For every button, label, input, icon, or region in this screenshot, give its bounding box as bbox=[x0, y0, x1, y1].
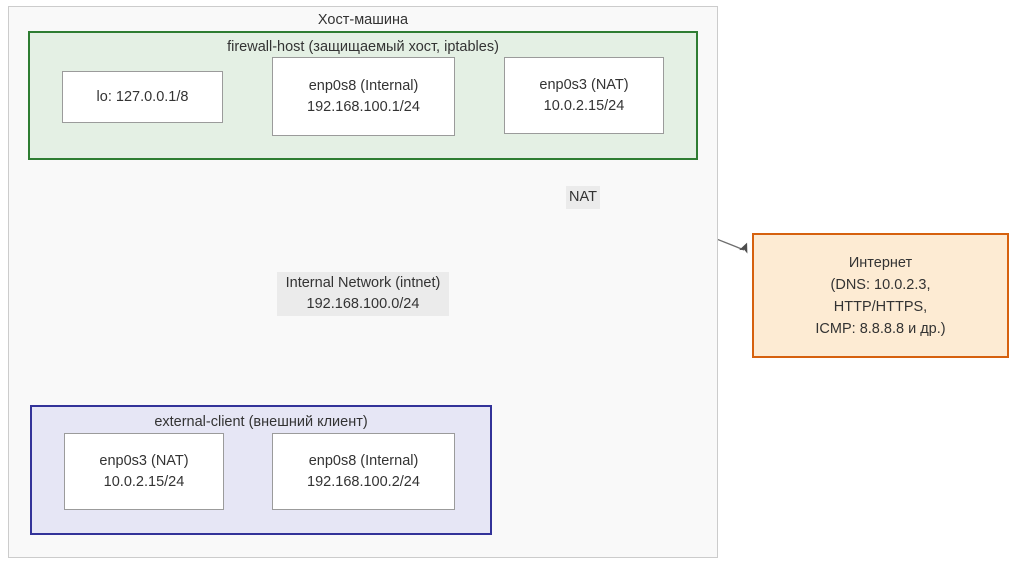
host-machine-title: Хост-машина bbox=[317, 12, 409, 28]
interface-name: enp0s8 (Internal) bbox=[308, 452, 419, 469]
interface-name: enp0s3 (NAT) bbox=[539, 76, 629, 93]
internet-box[interactable]: Интернет (DNS: 10.0.2.3, HTTP/HTTPS, ICM… bbox=[752, 233, 1009, 358]
edge-label-internal-network: Internal Network (intnet) 192.168.100.0/… bbox=[277, 272, 449, 316]
edge-label-line-1: Internal Network (intnet) bbox=[285, 275, 441, 291]
interface-address: 10.0.2.15/24 bbox=[543, 97, 625, 114]
edge-label-nat: NAT bbox=[566, 186, 600, 209]
interface-name: enp0s3 (NAT) bbox=[99, 452, 189, 469]
interface-box-firewall-enp0s3[interactable]: enp0s3 (NAT) 10.0.2.15/24 bbox=[504, 57, 664, 134]
internet-line-2: (DNS: 10.0.2.3, bbox=[830, 276, 931, 293]
interface-box-lo[interactable]: lo: 127.0.0.1/8 bbox=[62, 71, 223, 123]
external-client-title: external-client (внешний клиент) bbox=[154, 414, 368, 430]
internet-line-4: ICMP: 8.8.8.8 и др.) bbox=[815, 320, 946, 337]
firewall-host-title: firewall-host (защищаемый хост, iptables… bbox=[227, 39, 499, 55]
interface-box-firewall-enp0s8[interactable]: enp0s8 (Internal) 192.168.100.1/24 bbox=[272, 57, 455, 136]
interface-name: enp0s8 (Internal) bbox=[308, 77, 419, 94]
edge-label-line-2: 192.168.100.0/24 bbox=[306, 296, 420, 312]
interface-name: lo: 127.0.0.1/8 bbox=[96, 88, 189, 105]
interface-address: 192.168.100.1/24 bbox=[307, 98, 420, 115]
interface-address: 10.0.2.15/24 bbox=[103, 473, 185, 490]
internet-line-1: Интернет bbox=[848, 254, 913, 271]
interface-address: 192.168.100.2/24 bbox=[307, 473, 420, 490]
internet-line-3: HTTP/HTTPS, bbox=[833, 298, 928, 315]
interface-box-client-enp0s8[interactable]: enp0s8 (Internal) 192.168.100.2/24 bbox=[272, 433, 455, 510]
interface-box-client-enp0s3[interactable]: enp0s3 (NAT) 10.0.2.15/24 bbox=[64, 433, 224, 510]
